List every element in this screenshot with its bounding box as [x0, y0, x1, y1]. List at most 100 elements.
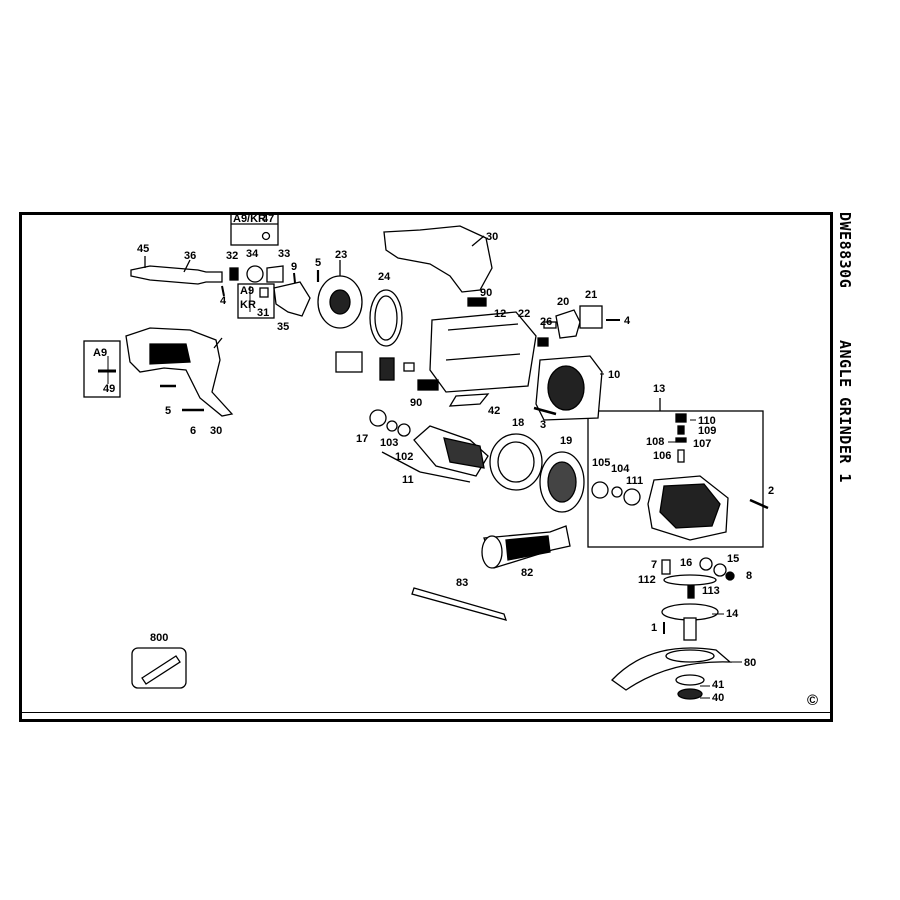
part-4-screw: [221, 285, 225, 297]
stator-ridge-b: [445, 353, 521, 361]
part-labels: A9/KR 47 45 36 32 34 33 4 9 5 23 24 30 9…: [93, 213, 774, 704]
part-label: 80: [744, 657, 756, 669]
part-label: 45: [137, 243, 149, 255]
part-7-pin: [661, 559, 671, 575]
kit-part-47-shape: [261, 231, 271, 241]
part-label: 3: [540, 419, 546, 431]
part-label: 90: [480, 287, 492, 299]
part-82-end-cap: [481, 535, 503, 569]
part-14-spindle: [683, 617, 697, 641]
part-label: 47: [262, 213, 274, 225]
part-label: 20: [557, 296, 569, 308]
kit-box-tag-a9kr: A9/KR: [233, 213, 266, 225]
kit-box-tag-a9-left: A9: [93, 347, 107, 359]
part-30-housing-top: [383, 225, 493, 293]
part-label: 40: [712, 692, 724, 704]
part-label: 800: [150, 632, 168, 644]
part-label: 23: [335, 249, 347, 261]
part-22-clip: [537, 337, 549, 347]
part-label: 109: [698, 425, 716, 437]
part-105-ring: [591, 481, 609, 499]
part-label: 107: [693, 438, 711, 450]
part-label: 15: [727, 553, 739, 565]
part-24-ring-inner: [374, 295, 398, 341]
part-15-bearing: [713, 563, 727, 577]
part-label: 21: [585, 289, 597, 301]
leader-30-top: [471, 235, 485, 247]
part-26-spacer: [543, 321, 557, 329]
part-83-wrench: [411, 587, 508, 621]
part-111-ring: [623, 488, 641, 506]
group-11-leader-left: [381, 451, 421, 473]
part-label: 17: [356, 433, 368, 445]
part-label: 49: [103, 383, 115, 395]
part-19-inner: [547, 461, 577, 503]
kit-box-a9kr-31: [237, 283, 275, 319]
part-label: 2: [768, 485, 774, 497]
part-label: 111: [626, 475, 643, 487]
part-label: 9: [291, 261, 297, 273]
part-label: 10: [608, 369, 620, 381]
part-103-washer: [386, 420, 398, 432]
part-label: 82: [521, 567, 533, 579]
part-104-bearing: [611, 486, 623, 498]
group-label-armature: 11: [402, 474, 414, 486]
part-label: 110: [698, 415, 716, 427]
kit-800-box: [131, 647, 187, 689]
part-label: 113: [702, 585, 720, 597]
part-34-shape: [246, 265, 264, 283]
part-label: 7: [651, 559, 657, 571]
part-106-pin: [677, 449, 685, 463]
part-107-washer: [675, 437, 687, 443]
part-label: 35: [277, 321, 289, 333]
leader-36: [183, 259, 191, 273]
part-label: 41: [712, 679, 724, 691]
part-36-cord-guard: [130, 265, 223, 285]
part-35-switch: [273, 281, 311, 317]
part-9-pin: [293, 272, 296, 284]
part-label: 19: [560, 435, 572, 447]
kit-box-tag-kr: KR: [240, 299, 256, 311]
part-label: 5: [165, 405, 171, 417]
part-21-cover: [579, 305, 603, 329]
part-label: 31: [257, 307, 269, 319]
part-label: 105: [592, 457, 610, 469]
part-label: 24: [378, 271, 391, 283]
group-label-gear-case: 13: [653, 383, 665, 395]
brush-spring: [403, 362, 415, 372]
stator-ridge-a: [447, 323, 519, 331]
frame-bottom-rule: [22, 712, 830, 713]
brush-holder-left: [335, 351, 363, 373]
part-label: 30: [210, 425, 222, 437]
kit-box-a9-49: [83, 340, 121, 398]
part-label: 34: [246, 248, 259, 260]
diagram-frame: [19, 212, 833, 722]
part-label: 6: [190, 425, 196, 437]
part-label: 18: [512, 417, 524, 429]
kit-box-a9kr-47: [230, 212, 279, 246]
part-label: 5: [315, 257, 321, 269]
part-102-washer: [397, 423, 411, 437]
sheet-title: ANGLE GRINDER 1: [836, 340, 854, 483]
part-30-grip-texture: [149, 343, 191, 365]
part-24-ring: [369, 289, 403, 347]
part-label: 8: [746, 570, 752, 582]
part-23-hub: [329, 289, 351, 315]
handle-lever: [213, 337, 223, 349]
part-label: 102: [395, 451, 413, 463]
part-113-key: [687, 585, 695, 599]
part-label: 16: [680, 557, 692, 569]
part-41-flange: [675, 674, 705, 686]
part-33-shape: [266, 265, 284, 283]
part-label: 106: [653, 450, 671, 462]
part-80-guard-clamp: [665, 649, 715, 663]
copyright-mark: ©: [807, 692, 819, 709]
part-label: 112: [638, 574, 656, 586]
part-82-grip: [505, 535, 551, 561]
part-110-button: [675, 413, 687, 423]
part-112-oring: [663, 574, 717, 586]
kit-box-tag-a9: A9: [240, 285, 254, 297]
group-11-leader-right: [419, 471, 471, 483]
part-label: 12: [494, 308, 506, 320]
